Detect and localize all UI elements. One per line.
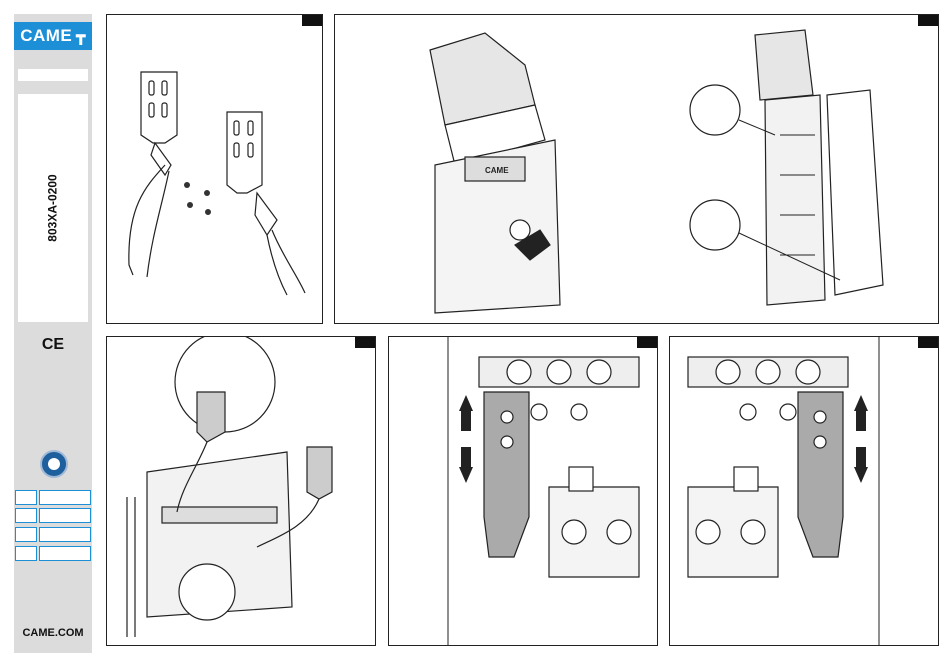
open-cabinet-illustration: CAME: [335, 15, 938, 323]
panel-wire-sensors: [106, 336, 376, 646]
language-row: [14, 527, 92, 542]
sidebar-blank-strip: [18, 69, 88, 81]
language-row: [14, 508, 92, 523]
sensors-brackets-illustration: [107, 15, 322, 323]
language-row: [14, 490, 92, 505]
sidebar: CAME ┳ 803XA-0200 CE CAME.COM: [14, 14, 92, 653]
adjust-right-illustration: [670, 337, 938, 645]
ce-mark: CE: [14, 336, 92, 354]
cabinet-label: CAME: [485, 166, 509, 175]
wire-sensors-illustration: [107, 337, 375, 645]
certification-seal-icon: [40, 450, 68, 478]
flag-icon: [15, 508, 37, 523]
logo-mark-icon: ┳: [76, 27, 86, 45]
flag-icon: [15, 546, 37, 561]
panel-open-cabinet: CAME: [334, 14, 939, 324]
product-code-box: 803XA-0200: [18, 94, 88, 322]
panel-sensors-brackets: [106, 14, 323, 324]
flag-icon: [15, 490, 37, 505]
panel-adjust-right: [669, 336, 939, 646]
flag-icon: [15, 527, 37, 542]
panel-adjust-left: [388, 336, 658, 646]
website-url: CAME.COM: [14, 627, 92, 639]
brand-name: CAME: [20, 26, 72, 46]
product-code: 803XA-0200: [46, 174, 60, 241]
language-row: [14, 546, 92, 561]
came-logo: CAME ┳: [14, 22, 92, 50]
adjust-left-illustration: [389, 337, 657, 645]
